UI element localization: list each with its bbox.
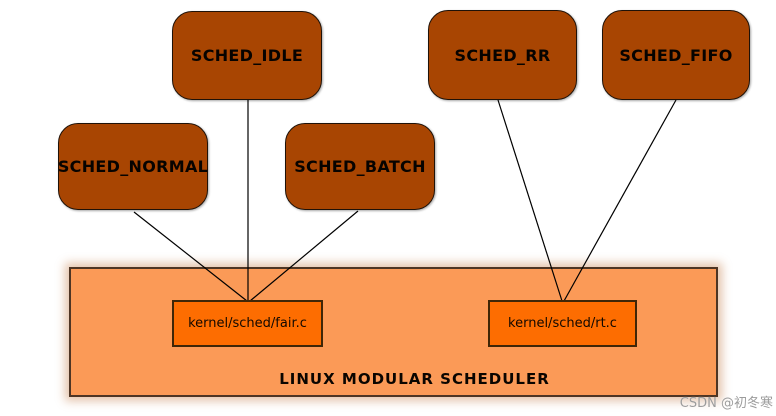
node-sched-rr: SCHED_RR [428,10,577,100]
module-rt-label: kernel/sched/rt.c [508,316,617,331]
node-sched-idle-label: SCHED_IDLE [190,46,304,65]
node-sched-fifo: SCHED_FIFO [602,10,750,100]
node-sched-batch: SCHED_BATCH [285,123,435,210]
node-sched-rr-label: SCHED_RR [454,45,551,65]
node-sched-normal-label: SCHED_NORMAL [57,157,209,176]
node-sched-normal: SCHED_NORMAL [58,123,208,210]
csdn-watermark: CSDN @初冬寒 [679,396,773,411]
node-sched-batch-label: SCHED_BATCH [294,157,426,176]
container-title: LINUX MODULAR SCHEDULER [279,370,550,388]
module-kernel-sched-rt: kernel/sched/rt.c [488,300,637,347]
node-sched-fifo-label: SCHED_FIFO [619,45,733,65]
module-kernel-sched-fair: kernel/sched/fair.c [172,300,323,347]
module-fair-label: kernel/sched/fair.c [188,316,307,331]
node-sched-idle: SCHED_IDLE [172,11,322,100]
